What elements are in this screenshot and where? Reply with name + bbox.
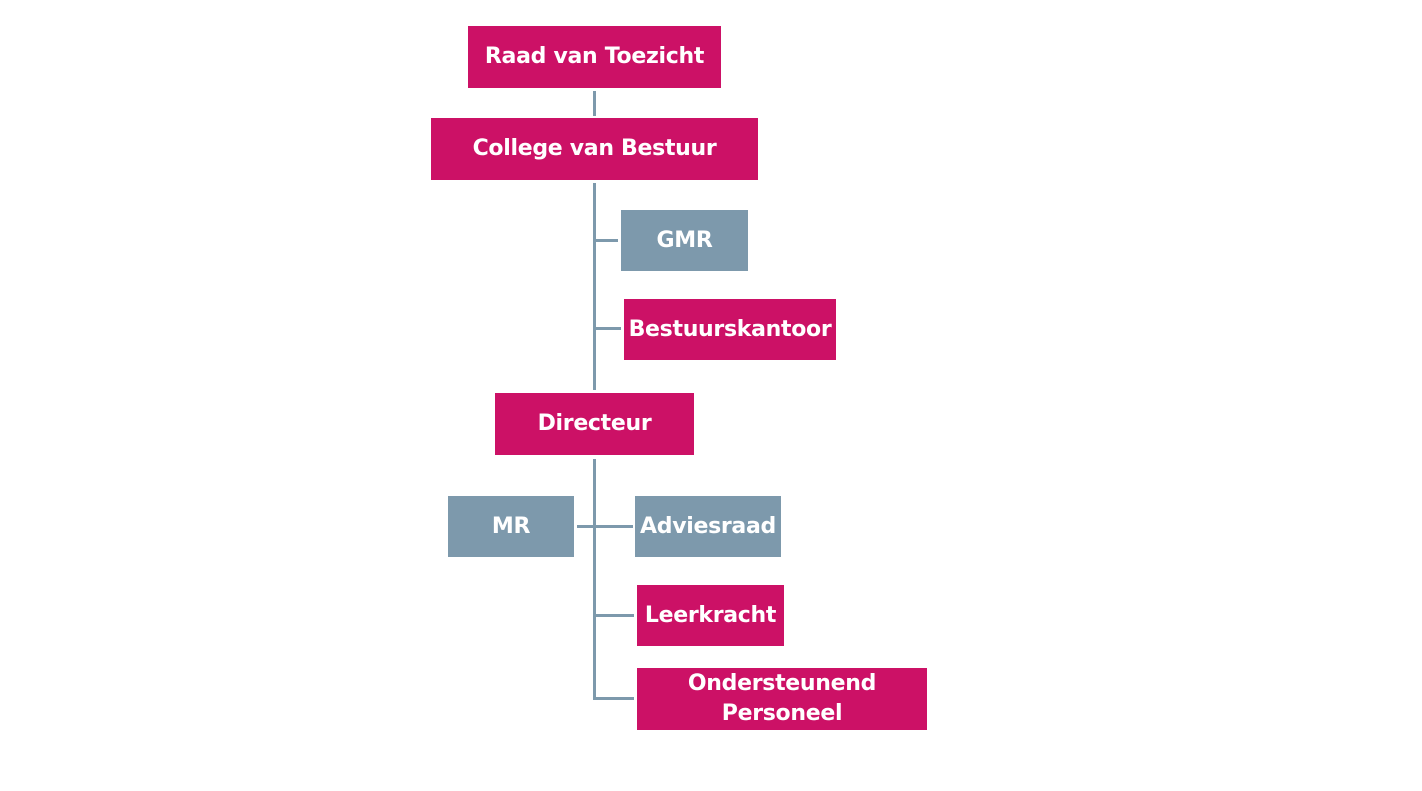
node-college-van-bestuur: College van Bestuur (431, 118, 758, 180)
node-label: Raad van Toezicht (484, 44, 705, 69)
node-label-line1: Ondersteunend (687, 671, 877, 696)
connector-cvb-trunk (593, 183, 596, 390)
node-ondersteunend-personeel: Ondersteunend Personeel (637, 668, 927, 730)
node-label: College van Bestuur (472, 136, 717, 161)
node-mr: MR (448, 496, 574, 557)
node-gmr: GMR (621, 210, 748, 271)
node-label: MR (491, 513, 531, 539)
connector-ondersteunend (593, 697, 634, 700)
node-label: Directeur (537, 411, 652, 436)
node-bestuurskantoor: Bestuurskantoor (624, 299, 836, 360)
connector-mr-adviesraad (577, 525, 633, 528)
connector-rvt-cvb (593, 91, 596, 116)
node-adviesraad: Adviesraad (635, 496, 781, 557)
connector-bestuurskantoor (595, 327, 621, 330)
node-label: Adviesraad (640, 513, 776, 539)
connector-leerkracht (595, 614, 634, 617)
node-label: GMR (656, 227, 713, 253)
node-leerkracht: Leerkracht (637, 585, 784, 646)
connector-directeur-trunk (593, 459, 596, 700)
node-label-line2: Personeel (721, 701, 843, 726)
node-raad-van-toezicht: Raad van Toezicht (468, 26, 721, 88)
node-label: Bestuurskantoor (628, 316, 832, 342)
node-label: Leerkracht (644, 602, 777, 628)
node-directeur: Directeur (495, 393, 694, 455)
connector-gmr (595, 239, 618, 242)
